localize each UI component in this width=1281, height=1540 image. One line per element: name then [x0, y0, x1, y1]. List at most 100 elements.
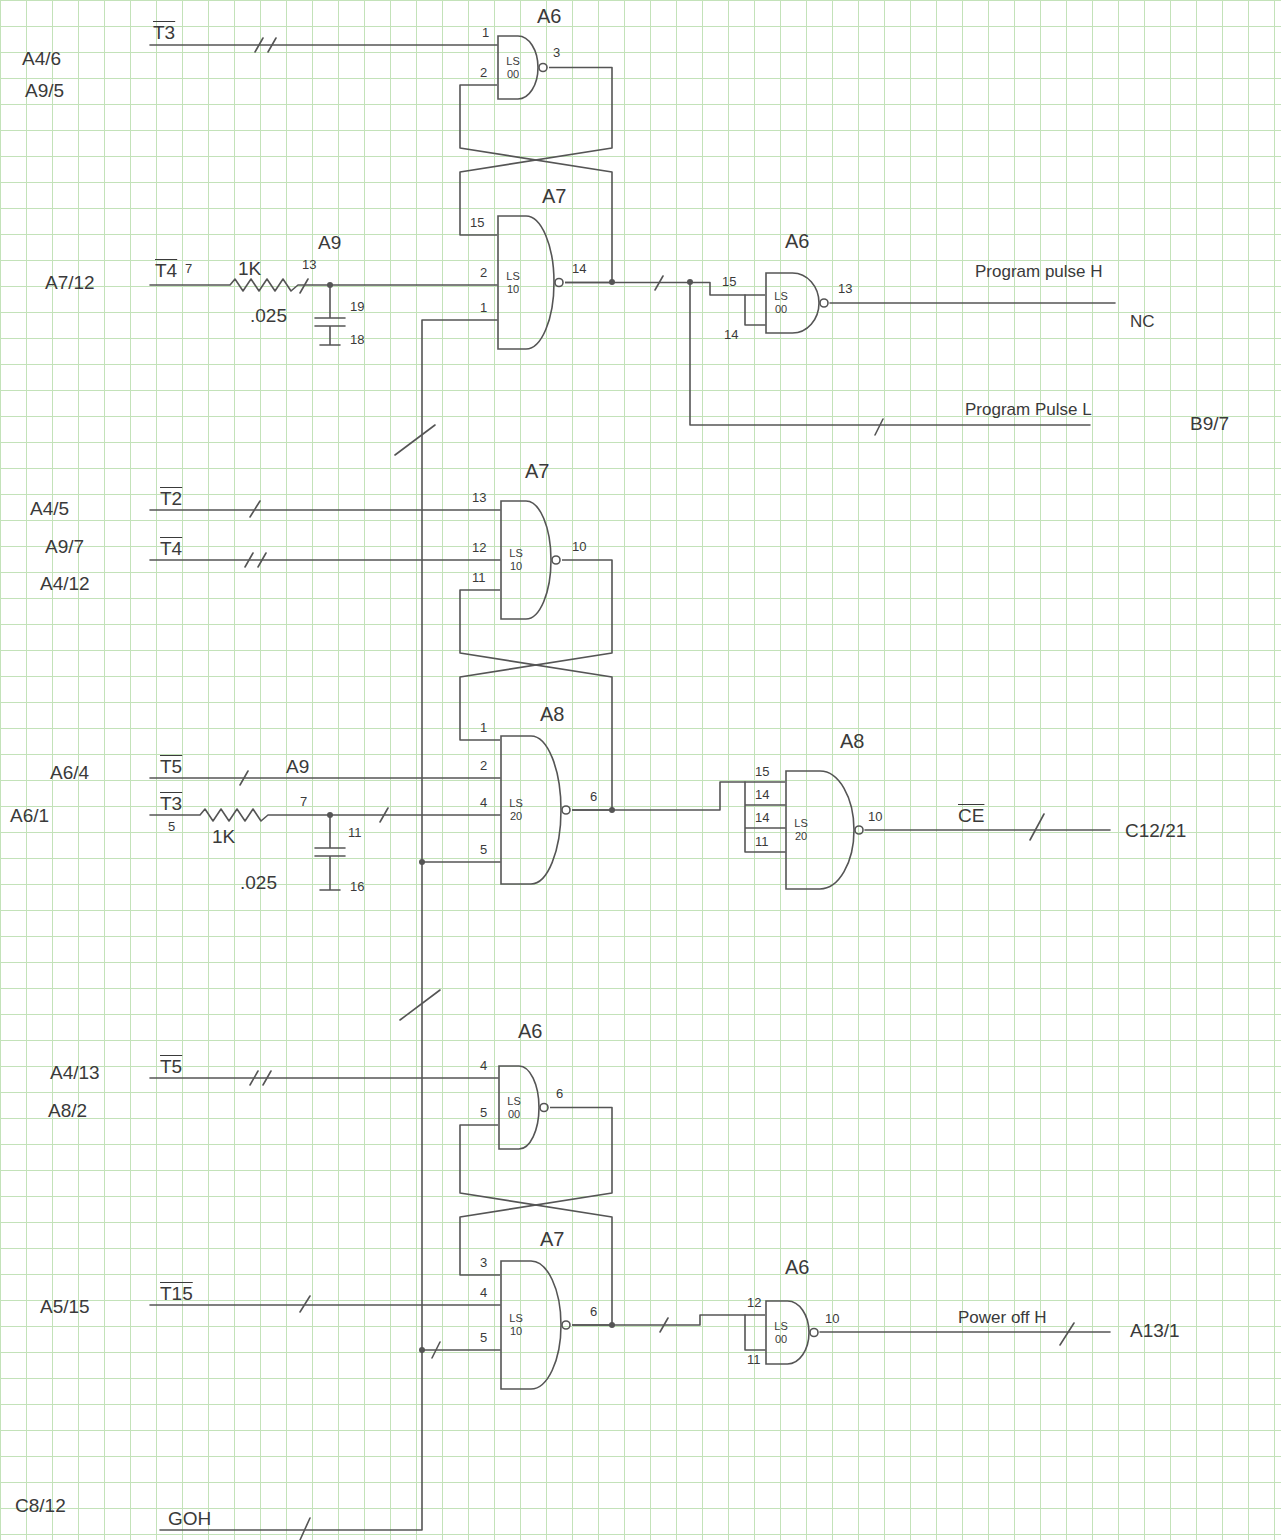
logic-gate: A8LS 20 — [500, 735, 572, 885]
signal-label: B9/7 — [1190, 413, 1229, 435]
signal-label: .025 — [250, 305, 287, 327]
pin-number: 4 — [480, 796, 487, 811]
signal-label: A4/12 — [40, 573, 90, 595]
signal-label: T15 — [160, 1283, 193, 1305]
chip-designator: A7 — [542, 185, 566, 207]
pin-number: 13 — [472, 491, 486, 506]
signal-label: CE — [958, 805, 984, 827]
part-number: LS 00 — [500, 55, 526, 81]
chip-designator: A7 — [525, 460, 549, 482]
pin-number: 10 — [572, 540, 586, 555]
pin-number: 18 — [350, 333, 364, 348]
pin-number: 10 — [868, 810, 882, 825]
pin-number: 6 — [590, 790, 597, 805]
chip-designator: A8 — [540, 703, 564, 725]
signal-label: GOH — [168, 1508, 211, 1530]
wire-connector — [572, 782, 785, 810]
pin-number: 15 — [722, 275, 736, 290]
logic-gate: A6LS 00 — [765, 272, 830, 334]
pin-number: 4 — [480, 1059, 487, 1074]
signal-label: A5/15 — [40, 1296, 90, 1318]
chip-designator: A6 — [518, 1020, 542, 1042]
nand-gate-symbol — [497, 35, 549, 100]
pin-number: 7 — [185, 262, 192, 277]
logic-gate: A6LS 00 — [765, 1300, 820, 1365]
pin-number: 10 — [825, 1312, 839, 1327]
pin-number: 13 — [302, 258, 316, 273]
pin-number: 14 — [572, 262, 586, 277]
signal-label: T5 — [160, 756, 182, 778]
signal-label: A4/5 — [30, 498, 69, 520]
pin-number: 3 — [480, 1256, 487, 1271]
logic-gate: A7LS 10 — [500, 500, 562, 620]
part-number: LS 10 — [503, 1312, 529, 1338]
pin-number: 11 — [348, 826, 362, 841]
part-number: LS 00 — [501, 1095, 527, 1121]
signal-label: T5 — [160, 1056, 182, 1078]
pin-number: 14 — [755, 788, 769, 803]
chip-designator: A6 — [785, 230, 809, 252]
pin-number: 4 — [480, 1286, 487, 1301]
logic-gate: A7LS 10 — [497, 215, 565, 350]
wire-connector — [460, 590, 612, 810]
signal-label: A6/4 — [50, 762, 89, 784]
signal-label: T2 — [160, 488, 182, 510]
pin-number: 5 — [480, 1106, 487, 1121]
signal-label: A9 — [318, 232, 341, 254]
signal-label: Power off H — [958, 1308, 1047, 1328]
part-number: LS 10 — [500, 270, 526, 296]
wire-connector — [572, 1315, 765, 1325]
logic-gate: A8LS 20 — [785, 770, 865, 890]
pin-number: 15 — [755, 765, 769, 780]
chip-designator: A6 — [785, 1256, 809, 1278]
signal-label: .025 — [240, 872, 277, 894]
pin-number: 11 — [755, 835, 769, 850]
nand-gate-symbol — [765, 1300, 820, 1365]
chip-designator: A8 — [840, 730, 864, 752]
wire-connector — [460, 1125, 612, 1325]
signal-label: A13/1 — [1130, 1320, 1180, 1342]
pin-number: 14 — [755, 811, 769, 826]
pin-number: 5 — [480, 1331, 487, 1346]
pin-number: 2 — [480, 66, 487, 81]
signal-label: NC — [1130, 312, 1155, 332]
pin-number: 5 — [168, 820, 175, 835]
logic-gate: A6LS 00 — [497, 35, 549, 100]
chip-designator: A6 — [537, 5, 561, 27]
signal-label: 1K — [238, 258, 261, 280]
signal-label: A6/1 — [10, 805, 49, 827]
pin-number: 1 — [480, 721, 487, 736]
pin-number: 19 — [350, 300, 364, 315]
pin-number: 13 — [838, 282, 852, 297]
wire-connector — [460, 1108, 612, 1275]
signal-label: Program pulse H — [975, 262, 1103, 282]
pin-number: 1 — [480, 301, 487, 316]
pin-number: 11 — [472, 571, 486, 586]
part-number: LS 00 — [768, 290, 794, 316]
pin-number: 14 — [724, 328, 738, 343]
signal-label: A8/2 — [48, 1100, 87, 1122]
signal-label: A9 — [286, 756, 309, 778]
signal-label: A9/5 — [25, 80, 64, 102]
pin-number: 12 — [747, 1296, 761, 1311]
pin-number: 2 — [480, 759, 487, 774]
pin-number: 11 — [747, 1353, 761, 1368]
signal-label: Program Pulse L — [965, 400, 1092, 420]
signal-label: C12/21 — [1125, 820, 1186, 842]
logic-gate: A7LS 10 — [500, 1260, 572, 1390]
pin-number: 5 — [480, 843, 487, 858]
wire-connector — [460, 560, 612, 740]
part-number: LS 00 — [768, 1320, 794, 1346]
part-number: LS 20 — [788, 817, 814, 843]
signal-label: T3 — [160, 793, 182, 815]
signal-label: T4 — [160, 538, 182, 560]
wire-connector — [460, 85, 612, 283]
pin-number: 2 — [480, 266, 487, 281]
pin-number: 7 — [300, 795, 307, 810]
pin-number: 6 — [590, 1305, 597, 1320]
part-number: LS 20 — [503, 797, 529, 823]
nand-gate-symbol — [498, 1065, 550, 1150]
pin-number: 1 — [482, 26, 489, 41]
